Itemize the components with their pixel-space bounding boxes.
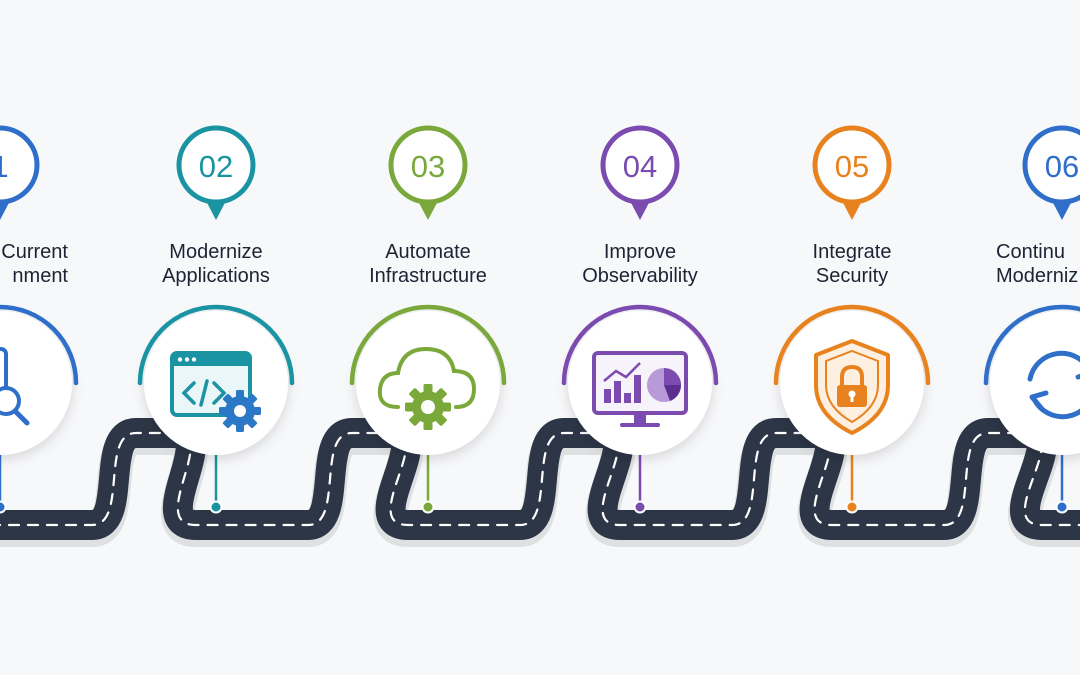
step-accent-arc [983,304,1080,386]
monitor-chart-icon [592,351,688,427]
step-number-pin: 03 [388,125,468,220]
step-road-marker [1055,500,1069,514]
step-number-pin: 04 [600,125,680,220]
step-title-line-1: Modernize [169,241,263,263]
step-number: 05 [835,149,869,184]
step-icon-circle [356,311,500,455]
step-title-line-1: Automate [385,241,471,263]
step-accent-arc [773,304,931,386]
step-accent-arc [137,304,295,386]
step-number: 04 [623,149,657,184]
clipboard-search-icon [0,347,30,426]
step-number: 1 [0,149,9,184]
roadmap-step: 03 [349,125,507,514]
step-title-line-2: nment [12,265,68,287]
step-road-marker [633,500,647,514]
step-icon-circle [990,311,1080,455]
step-number-pin: 02 [176,125,256,220]
step-accent-arc [561,304,719,386]
step-road-marker [845,500,859,514]
step-number: 06 [1045,149,1079,184]
roadmap-step: 02 [137,125,295,514]
step-road-marker [421,500,435,514]
step-title-line-2: Moderniz [996,265,1079,287]
step-title-line-2: Infrastructure [369,265,487,287]
step-number-pin: 06 [1022,125,1080,220]
step-accent-arc [349,304,507,386]
step-title-line-1: Current [1,241,68,263]
roadmap-step: 06 [983,125,1080,514]
shield-lock-icon [814,339,890,435]
roadmap-step: 04 [561,125,719,514]
step-icon-circle [0,311,72,455]
roadmap-step: 05 [773,125,931,514]
step-title-line-2: Security [815,265,889,287]
roadmap-step: 1 [0,125,79,514]
step-title-line-2: Applications [162,265,270,287]
step-number-pin: 05 [812,125,892,220]
step-number: 03 [411,149,445,184]
cloud-gear-icon [377,346,477,430]
step-road-marker [209,500,223,514]
code-window-gear-icon [170,351,261,432]
refresh-cycle-icon [1027,350,1080,420]
step-title-line-1: Improve [603,241,677,263]
step-accent-arc [0,304,79,386]
step-title-line-2: Observability [582,265,698,287]
step-number: 02 [199,149,233,184]
step-road-marker [0,500,7,514]
step-number-pin: 1 [0,125,40,220]
step-title-line-1: Integrate [812,241,892,263]
step-title-line-1: Continu [996,241,1065,263]
